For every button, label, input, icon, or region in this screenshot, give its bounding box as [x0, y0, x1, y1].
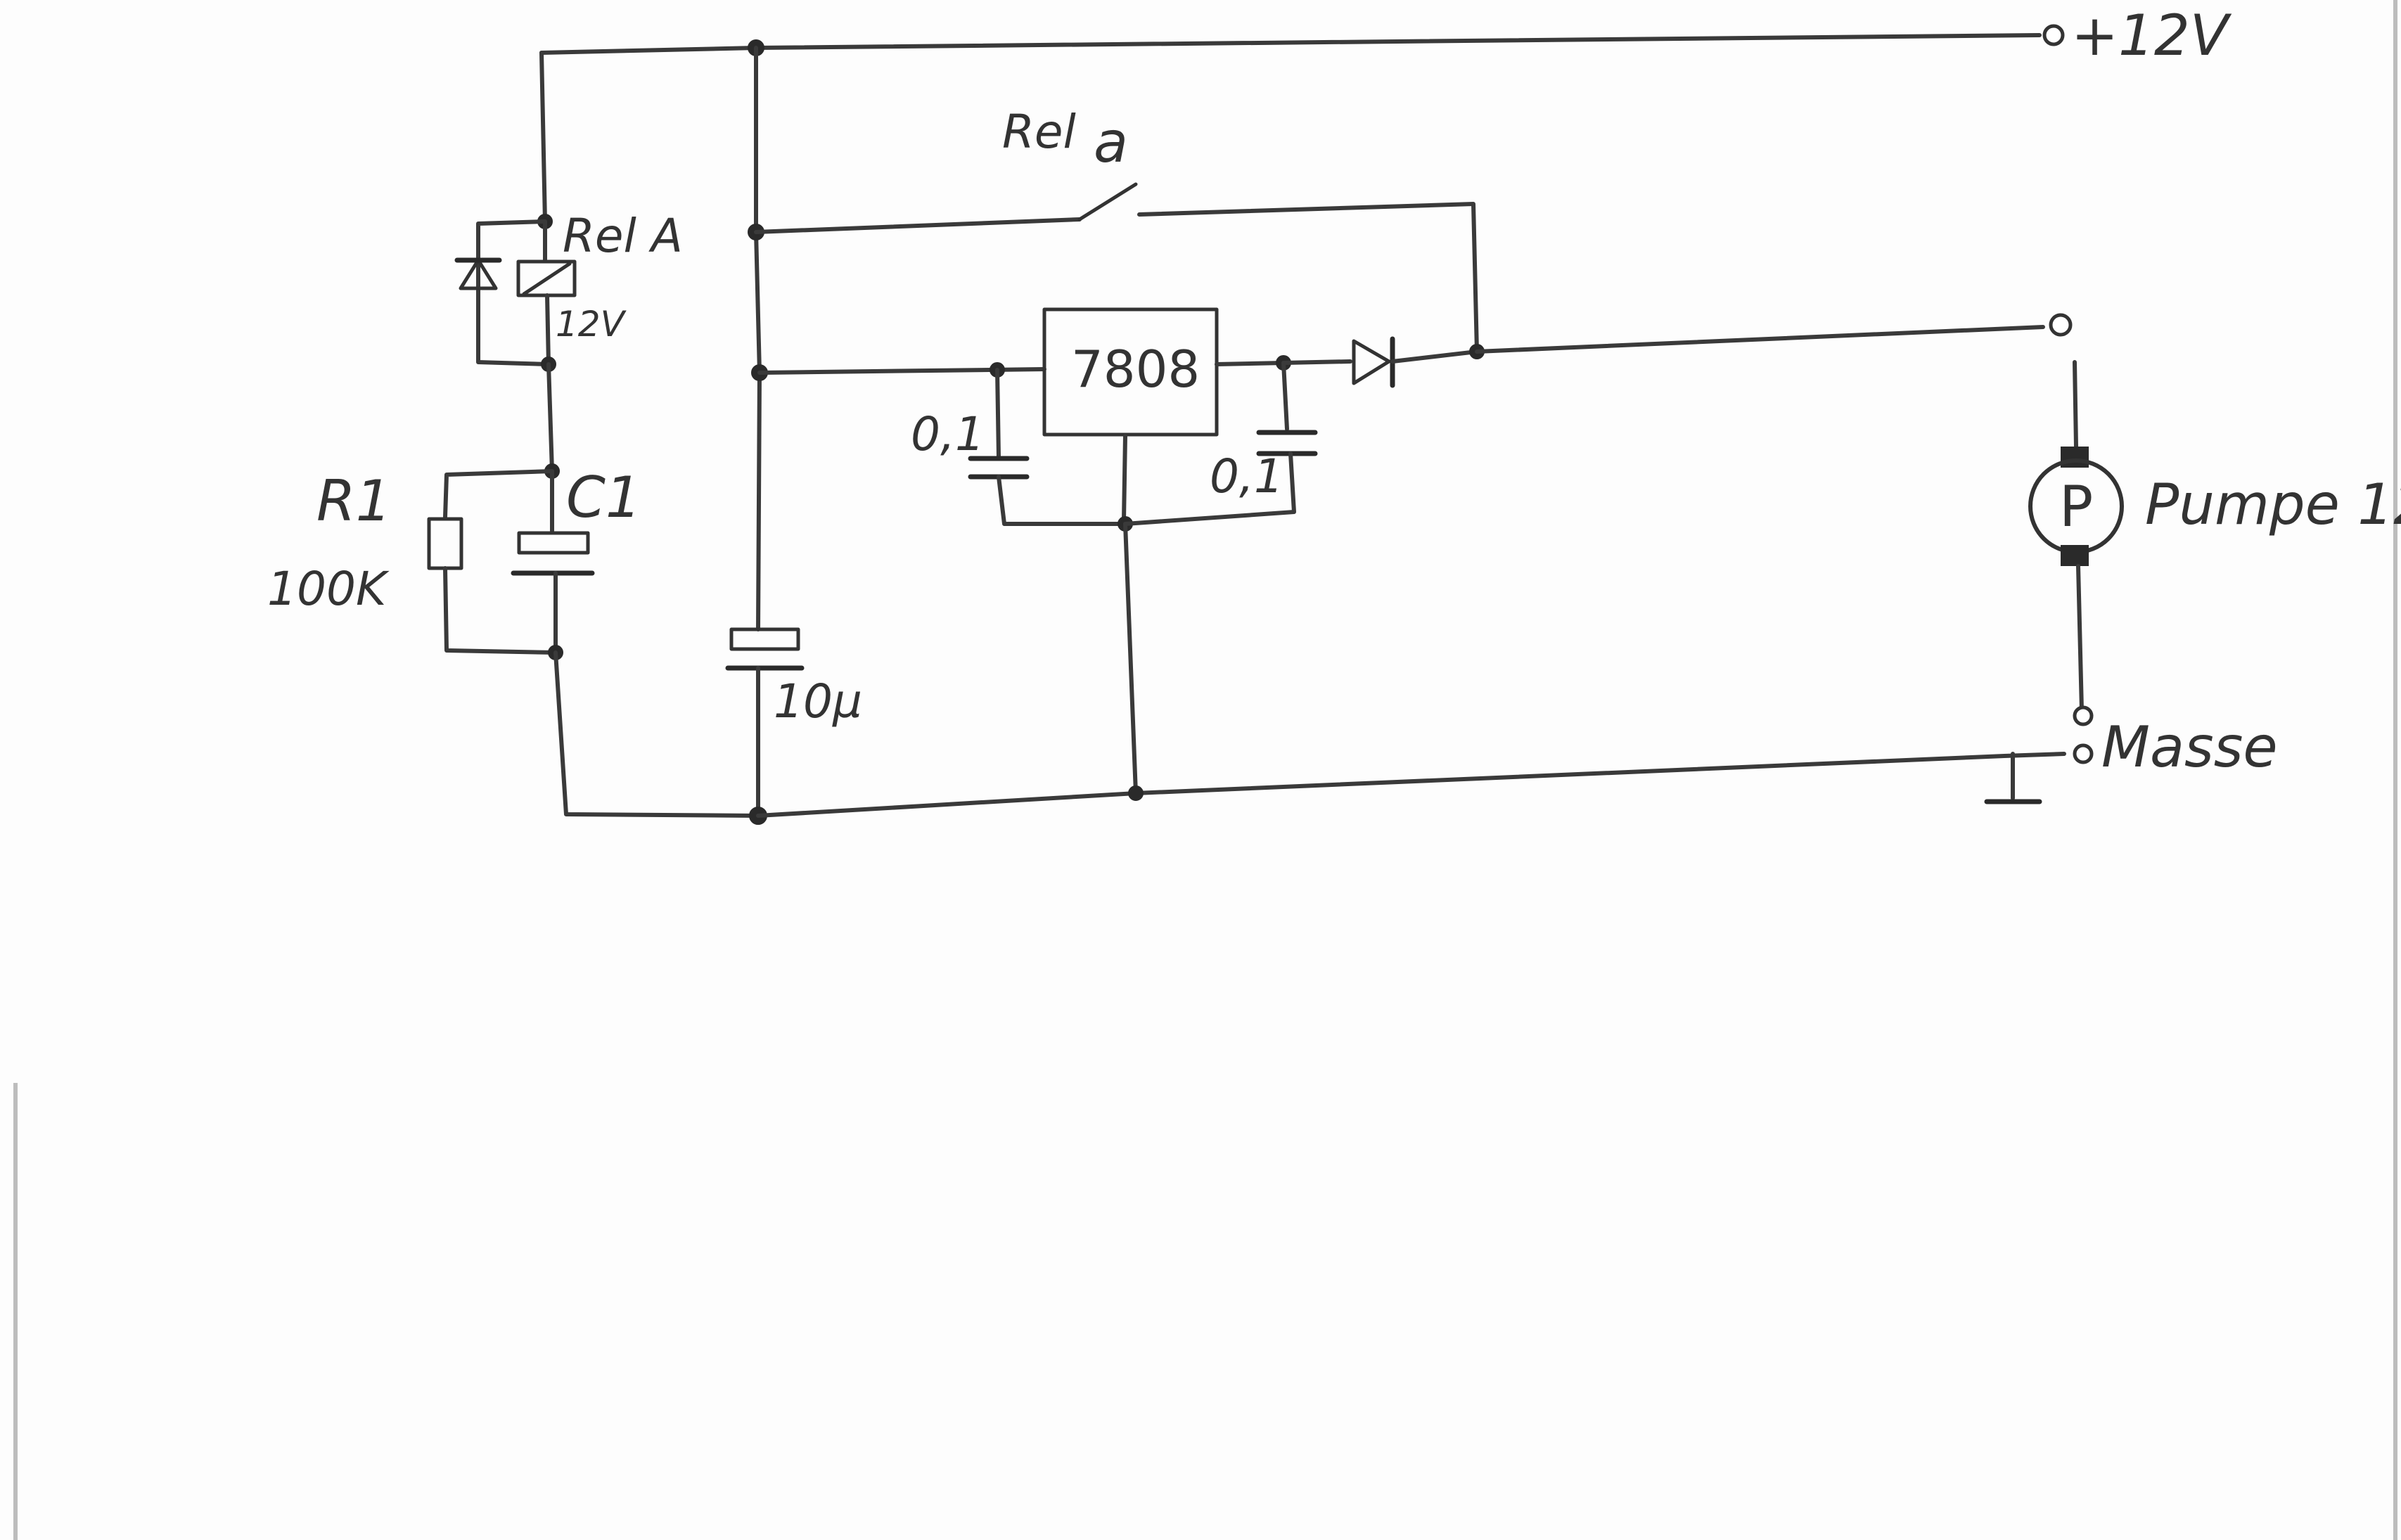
relay-contact-a [1077, 182, 1138, 222]
terminal-supply [2042, 24, 2065, 46]
relay-contact-path: Rel a [748, 105, 1479, 354]
resistor-r1 [427, 517, 463, 570]
label-supply: +12V [2071, 3, 2232, 68]
label-relay-contact-prefix: Rel [1002, 105, 1076, 159]
label-relay-voltage: 12V [556, 304, 627, 345]
relay-coil-branch: Rel A 12V [454, 51, 683, 479]
label-cap-out: 0,1 [1210, 449, 1283, 503]
terminal-ground [2073, 743, 2094, 764]
label-relay-contact-letter: a [1094, 110, 1128, 175]
pump-branch: P Pumpe 12V [1475, 313, 2401, 726]
label-relay-coil: Rel A [563, 209, 683, 263]
ground-rail: Masse [749, 714, 2278, 825]
pump-brush-bottom [2061, 545, 2089, 566]
r1-c1-timer: R1 100K C1 [267, 465, 760, 818]
label-cap-in: 0,1 [911, 407, 985, 461]
label-r1: R1 [316, 468, 391, 534]
label-pump: Pumpe 12V [2145, 472, 2401, 537]
terminal-pump-plus [2049, 313, 2073, 337]
freewheel-diode [459, 258, 498, 290]
pump-brush-top [2061, 447, 2089, 468]
bulk-capacitor: 10µ [725, 627, 862, 729]
label-regulator: 7808 [1071, 340, 1200, 399]
supply-rail: +12V [539, 3, 2232, 68]
output-diode [1352, 339, 1391, 385]
regulator-7808 [1042, 307, 1219, 437]
main-bus [754, 46, 762, 631]
regulator-stage: 0,1 7808 0,1 [751, 307, 1485, 795]
label-r1-value: 100K [267, 562, 390, 616]
capacitor-10u [729, 627, 800, 651]
label-pump-symbol: P [2059, 474, 2093, 539]
capacitor-c1 [517, 531, 590, 555]
label-c1: C1 [566, 465, 641, 530]
terminal-pump-minus [2073, 705, 2094, 726]
label-ground: Masse [2101, 714, 2278, 780]
label-cap-bulk: 10µ [774, 674, 862, 729]
